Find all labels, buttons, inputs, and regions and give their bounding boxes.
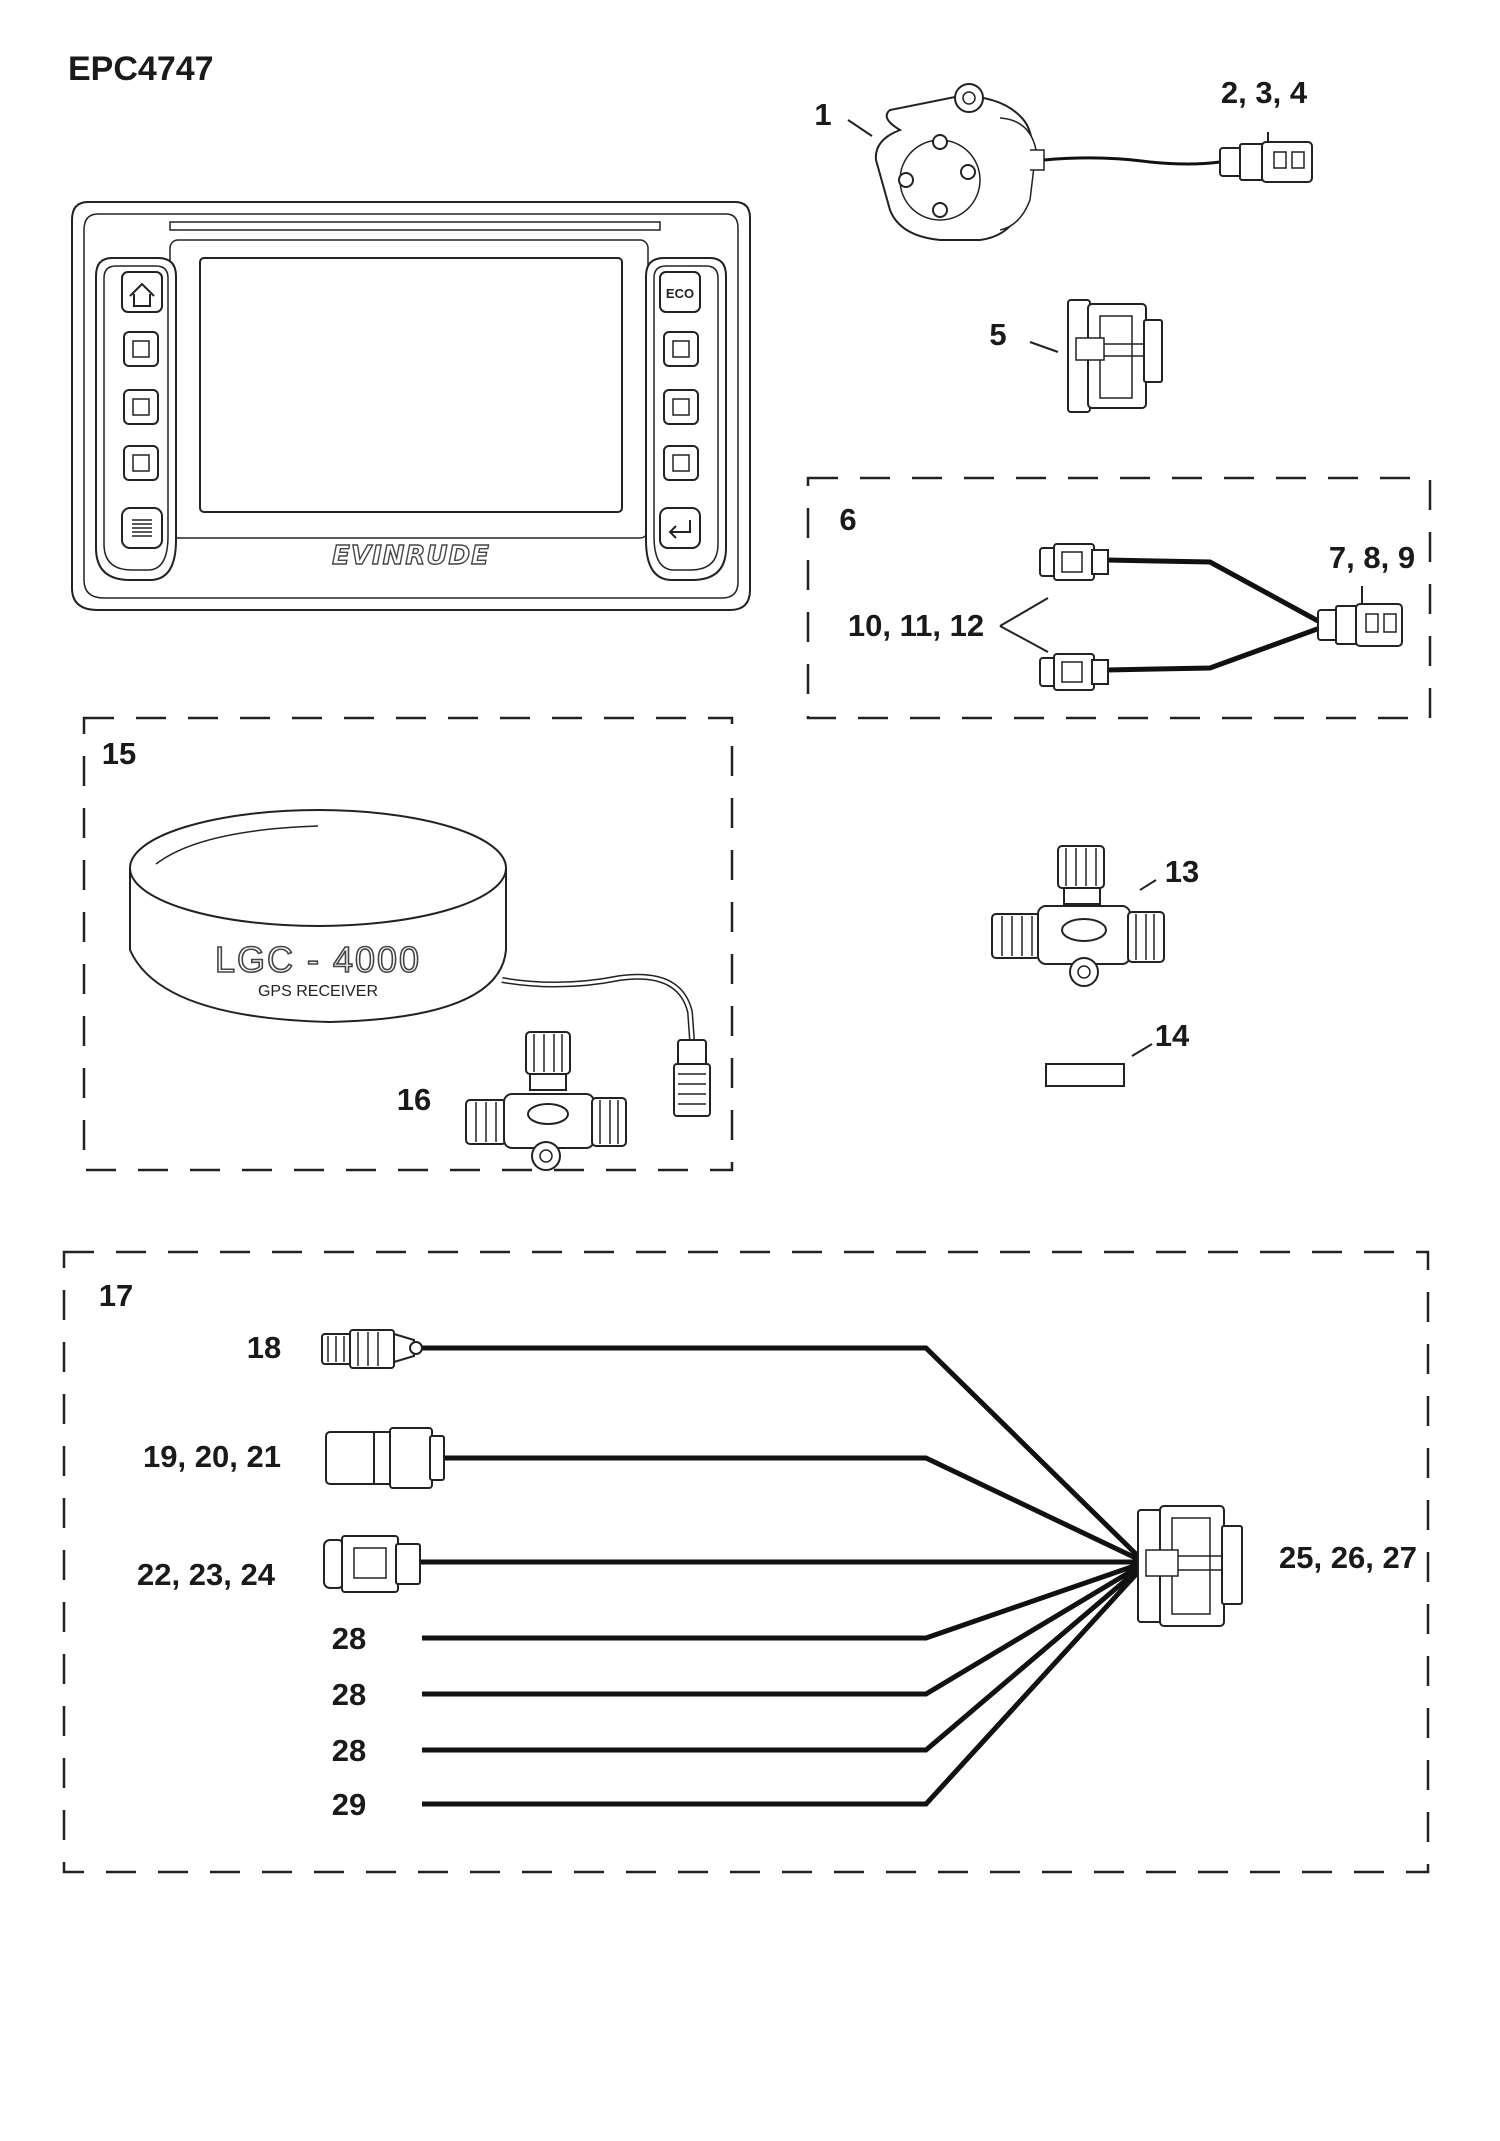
callout-28-c: 28 — [332, 1733, 366, 1768]
callout-2-3-4: 2, 3, 4 — [1221, 75, 1308, 110]
gps-model-text: LGC - 4000 — [215, 939, 421, 980]
part-1-sensor — [874, 83, 1221, 241]
kit-15-boundary — [82, 716, 734, 1172]
callout-25-26-27: 25, 26, 27 — [1279, 1540, 1417, 1575]
home-icon — [129, 282, 155, 307]
callout-6: 6 — [839, 502, 856, 537]
enter-return-icon — [668, 520, 691, 539]
part-14-label — [1045, 1063, 1125, 1087]
callout-14: 14 — [1155, 1018, 1190, 1053]
square-button-icon — [672, 340, 690, 358]
part-19-20-21-connector — [325, 1427, 445, 1489]
part-16-t-connector — [465, 1031, 627, 1171]
part-5-plug — [1067, 299, 1163, 413]
part-13-t-connector — [991, 845, 1165, 987]
enter-button — [659, 507, 701, 549]
callout-7-8-9: 7, 8, 9 — [1329, 540, 1415, 575]
callout-1: 1 — [814, 97, 831, 132]
callout-5: 5 — [989, 317, 1006, 352]
square-button-icon — [132, 398, 150, 416]
callout-19-20-21: 19, 20, 21 — [143, 1439, 281, 1474]
part-15-gps-receiver: LGC - 4000 GPS RECEIVER — [129, 809, 711, 1117]
callout-22-23-24: 22, 23, 24 — [137, 1557, 276, 1592]
gps-caption-text: GPS RECEIVER — [258, 983, 378, 1000]
callout-17: 17 — [99, 1278, 133, 1313]
callout-16: 16 — [397, 1082, 431, 1117]
menu-list-icon — [132, 519, 152, 537]
document-code: EPC4747 — [68, 50, 214, 88]
kit-17-boundary — [62, 1250, 1430, 1874]
callout-28-b: 28 — [332, 1677, 366, 1712]
callout-13: 13 — [1165, 854, 1199, 889]
square-button-icon — [672, 454, 690, 472]
harness-wires — [418, 1345, 1142, 1807]
display-brand: EVINRUDE — [332, 541, 490, 571]
part-22-23-24-connector — [323, 1535, 421, 1593]
eco-icon: ECO — [666, 286, 694, 301]
home-button — [121, 271, 163, 313]
eco-button — [659, 271, 701, 313]
callout-18: 18 — [247, 1330, 281, 1365]
callout-29: 29 — [332, 1787, 366, 1822]
part-2-3-4-connector — [1219, 132, 1313, 183]
part-25-26-27-plug — [1137, 1505, 1243, 1627]
callout-10-11-12: 10, 11, 12 — [848, 608, 984, 643]
square-button-icon — [132, 454, 150, 472]
callout-28-a: 28 — [332, 1621, 366, 1656]
square-button-icon — [132, 340, 150, 358]
square-button-icon — [672, 398, 690, 416]
part-6-y-cable — [1039, 543, 1403, 691]
callout-15: 15 — [102, 736, 136, 771]
display-unit: EVINRUDE ECO — [71, 201, 751, 611]
kit-6-boundary — [806, 476, 1432, 720]
part-18-connector — [321, 1329, 423, 1369]
